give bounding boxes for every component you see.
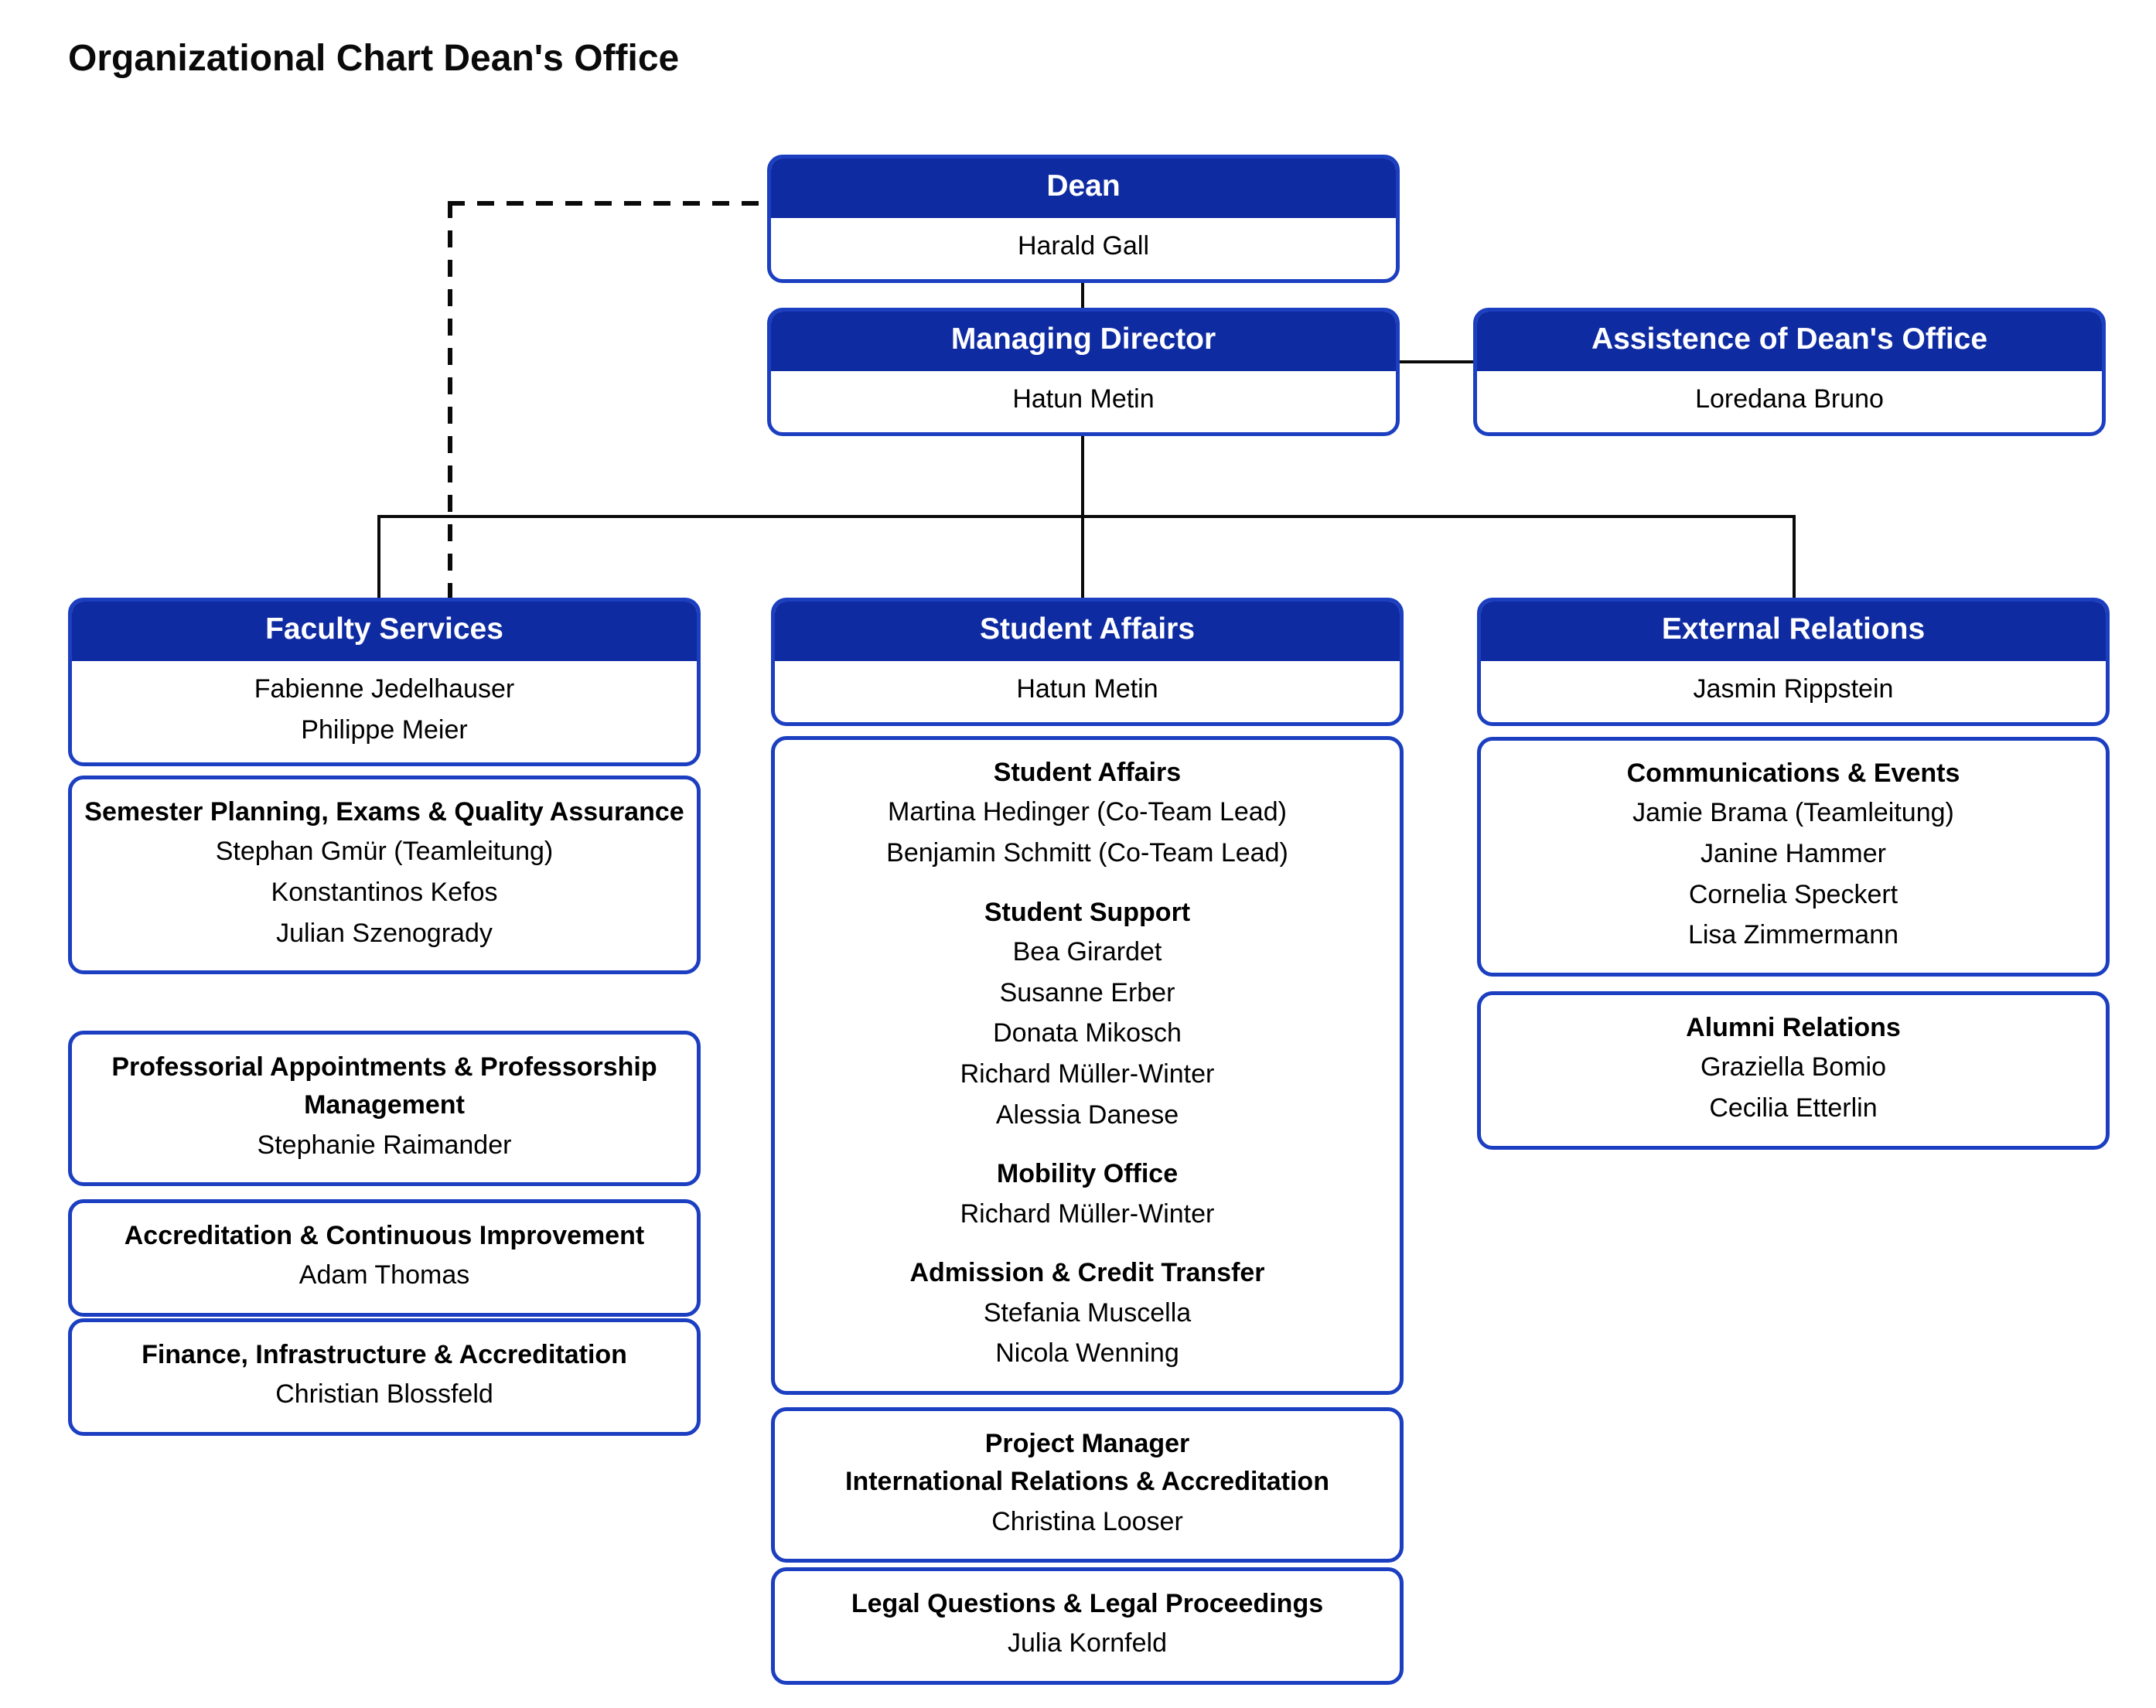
person-name: Jamie Brama (Teamleitung) [1632, 798, 1954, 828]
unit-semester-planning: Semester Planning, Exams & Quality Assur… [68, 776, 701, 975]
person-name: Cecilia Etterlin [1709, 1093, 1878, 1123]
group-admission-credit-transfer: Admission & Credit Transfer Stefania Mus… [786, 1254, 1389, 1374]
group-mobility-office: Mobility Office Richard Müller-Winter [786, 1155, 1389, 1234]
unit-communications-events: Communications & Events Jamie Brama (Tea… [1477, 737, 2110, 977]
connector-md-assistance [1398, 360, 1475, 363]
unit-student-affairs-teams: Student Affairs Martina Hedinger (Co-Tea… [771, 736, 1404, 1396]
person-name: Stephan Gmür (Teamleitung) [215, 837, 554, 867]
unit-professorial-appointments: Professorial Appointments & Professorshi… [68, 1031, 701, 1187]
node-assistance-title: Assistence of Dean's Office [1477, 312, 2102, 371]
person-name: Jasmin Rippstein [1693, 673, 1894, 704]
person-name: Lisa Zimmermann [1687, 920, 1899, 950]
unit-finance-infrastructure: Finance, Infrastructure & Accreditation … [68, 1318, 701, 1436]
unit-title: Student Support [984, 897, 1191, 927]
unit-title: Legal Questions & Legal Proceedings [851, 1589, 1324, 1618]
group-student-affairs: Student Affairs Martina Hedinger (Co-Tea… [786, 754, 1389, 874]
unit-title: Accreditation & Continuous Improvement [124, 1221, 645, 1250]
node-faculty-services-title: Faculty Services [72, 602, 697, 661]
node-student-affairs: Student Affairs Hatun Metin [771, 598, 1404, 726]
person-name: Fabienne Jedelhauser [254, 673, 515, 704]
person-name: Philippe Meier [301, 714, 468, 745]
unit-title: Alumni Relations [1686, 1013, 1901, 1042]
person-name: Nicola Wenning [995, 1338, 1179, 1369]
person-name: Graziella Bomio [1701, 1052, 1886, 1082]
unit-title: Student Affairs [993, 758, 1182, 787]
person-name: Christian Blossfeld [275, 1379, 493, 1410]
person-name: Richard Müller-Winter [960, 1059, 1215, 1089]
node-managing-director: Managing Director Hatun Metin [767, 308, 1400, 436]
unit-accreditation-improvement: Accreditation & Continuous Improvement A… [68, 1199, 701, 1317]
person-name: Janine Hammer [1701, 838, 1886, 868]
person-name: Alessia Danese [995, 1099, 1179, 1130]
person-name: Stefania Muscella [983, 1297, 1192, 1328]
unit-project-manager: Project Manager International Relations … [771, 1407, 1404, 1563]
connector-drop-student-affairs [1081, 515, 1084, 599]
person-name: Martina Hedinger (Co-Team Lead) [888, 797, 1287, 827]
unit-title-line: International Relations & Accreditation [845, 1467, 1329, 1497]
connector-md-branch [1081, 416, 1084, 516]
person-name: Harald Gall [1017, 230, 1150, 261]
unit-title: Admission & Credit Transfer [909, 1258, 1265, 1288]
person-name: Stephanie Raimander [257, 1130, 512, 1160]
person-name: Adam Thomas [298, 1260, 470, 1290]
unit-title-line: Project Manager [984, 1429, 1190, 1458]
person-name: Susanne Erber [999, 977, 1175, 1007]
person-name: Cornelia Speckert [1688, 879, 1898, 909]
person-name: Bea Girardet [1012, 936, 1162, 967]
node-dean-title: Dean [771, 159, 1396, 218]
dashed-connector-dean-horizontal [448, 201, 768, 206]
person-name: Richard Müller-Winter [960, 1198, 1215, 1229]
unit-title: Finance, Infrastructure & Accreditation [142, 1340, 627, 1369]
node-dean: Dean Harald Gall [767, 155, 1400, 283]
person-name: Julian Szenogrady [276, 918, 493, 948]
person-name: Christina Looser [991, 1506, 1183, 1536]
node-assistance-deans-office: Assistence of Dean's Office Loredana Bru… [1473, 308, 2106, 436]
unit-title: Mobility Office [996, 1159, 1179, 1189]
person-name: Hatun Metin [1016, 673, 1158, 704]
unit-title: Professorial Appointments & Professorshi… [111, 1052, 657, 1120]
node-managing-director-title: Managing Director [771, 312, 1396, 371]
person-name: Donata Mikosch [993, 1018, 1182, 1048]
node-external-relations-title: External Relations [1481, 602, 2106, 661]
connector-branch-horizontal [377, 515, 1796, 518]
node-faculty-services: Faculty Services Fabienne Jedelhauser Ph… [68, 598, 701, 767]
page-title: Organizational Chart Dean's Office [68, 38, 680, 79]
node-student-affairs-title: Student Affairs [775, 602, 1400, 661]
unit-legal-questions: Legal Questions & Legal Proceedings Juli… [771, 1567, 1404, 1685]
person-name: Konstantinos Kefos [271, 877, 498, 907]
dashed-connector-dean-vertical [448, 201, 452, 599]
connector-drop-external-relations [1793, 515, 1796, 599]
connector-dean-md [1081, 261, 1084, 309]
node-external-relations: External Relations Jasmin Rippstein [1477, 598, 2110, 726]
person-name: Hatun Metin [1012, 384, 1155, 414]
person-name: Loredana Bruno [1695, 384, 1884, 414]
unit-title: Communications & Events [1626, 759, 1960, 788]
group-student-support: Student Support Bea Girardet Susanne Erb… [786, 894, 1389, 1136]
unit-alumni-relations: Alumni Relations Graziella Bomio Cecilia… [1477, 991, 2110, 1150]
connector-drop-faculty-services [377, 515, 380, 599]
person-name: Julia Kornfeld [1007, 1628, 1167, 1659]
person-name: Benjamin Schmitt (Co-Team Lead) [886, 837, 1288, 868]
unit-title: Semester Planning, Exams & Quality Assur… [84, 797, 684, 827]
